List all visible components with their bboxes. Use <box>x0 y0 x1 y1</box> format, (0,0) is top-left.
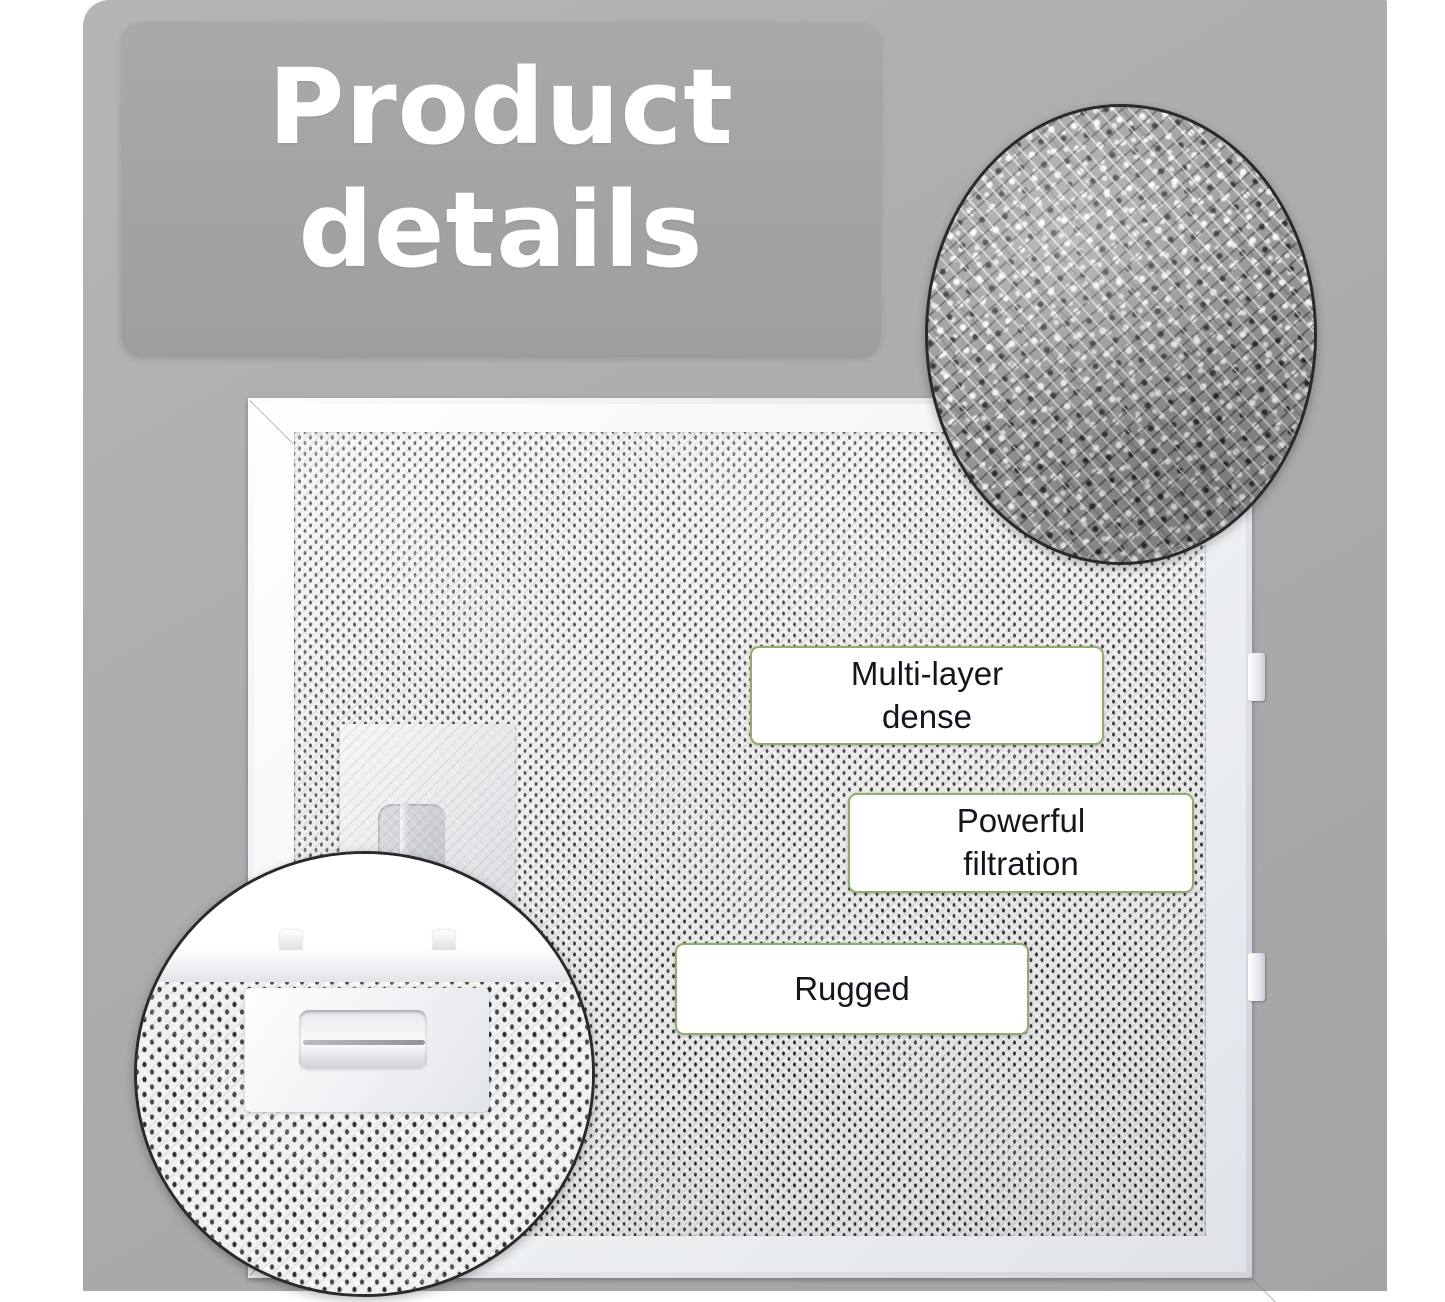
callout-line-1: Powerful <box>956 802 1086 840</box>
title-plate: Product details <box>122 22 880 355</box>
filter-retaining-tab-bottom <box>1248 953 1265 1001</box>
callout-multi-layer-dense-text: Multi-layer dense <box>823 653 1031 739</box>
page-title: Product details <box>122 46 880 291</box>
handle-closeup-nub-right <box>433 930 455 952</box>
callout-line-1: Rugged <box>794 969 910 1007</box>
handle-closeup-nub-left <box>280 930 302 952</box>
filter-retaining-tab-top <box>1248 653 1265 701</box>
mesh-closeup-shading <box>928 107 1314 562</box>
callout-line-2: dense <box>882 697 972 735</box>
callout-rugged-text: Rugged <box>766 968 938 1011</box>
callout-multi-layer-dense: Multi-layer dense <box>750 646 1104 745</box>
callout-powerful-filtration-text: Powerful filtration <box>929 800 1113 886</box>
handle-closeup-slot-edge <box>303 1040 425 1045</box>
mesh-closeup-weave <box>928 107 1314 562</box>
callout-line-2: filtration <box>963 845 1079 882</box>
handle-closeup-plate <box>245 988 489 1112</box>
title-line-1: Product <box>268 46 734 168</box>
callout-rugged: Rugged <box>675 943 1029 1035</box>
handle-closeup-magnifier <box>134 851 595 1297</box>
callout-line-1: Multi-layer <box>850 654 1004 692</box>
title-line-2: details <box>298 168 704 291</box>
mesh-closeup-magnifier <box>925 104 1317 565</box>
callout-powerful-filtration: Powerful filtration <box>848 793 1194 893</box>
